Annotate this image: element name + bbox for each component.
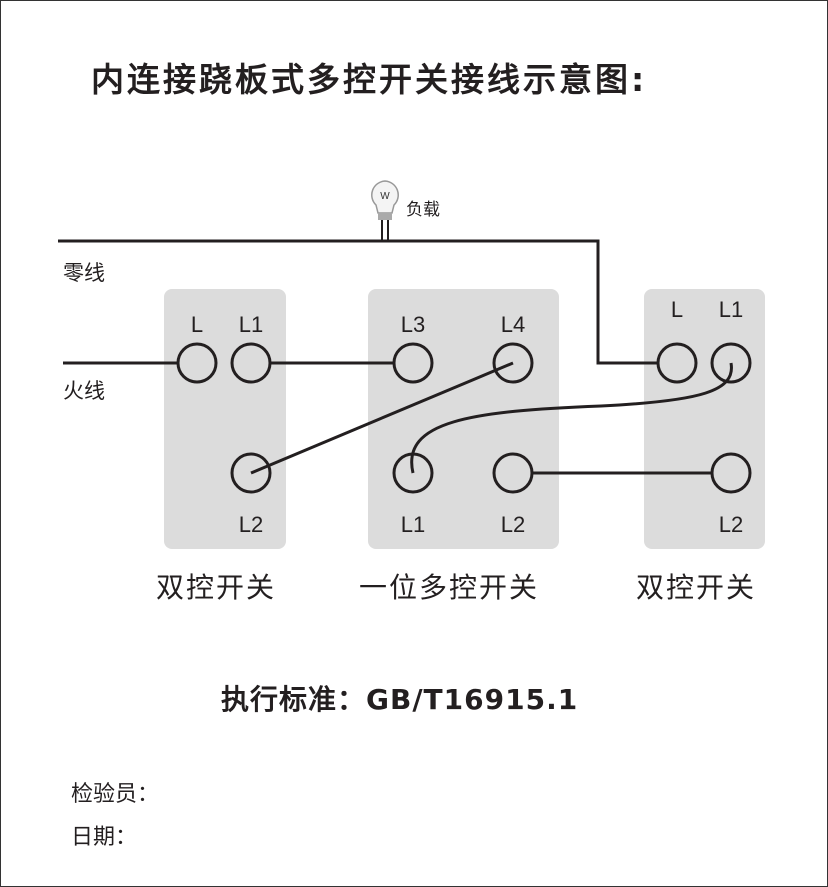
terminal-label: L2 bbox=[719, 512, 743, 537]
bulb-leads bbox=[381, 219, 389, 241]
wire-l1-l1 bbox=[410, 362, 733, 474]
terminals bbox=[176, 342, 752, 494]
terminal-label: L1 bbox=[401, 512, 425, 537]
neutral-wire bbox=[58, 239, 658, 365]
terminal-label: L3 bbox=[401, 312, 425, 337]
terminal bbox=[392, 452, 434, 494]
terminal-label: L bbox=[671, 297, 683, 322]
terminal bbox=[656, 342, 698, 384]
neutral-label: 零线 bbox=[63, 261, 105, 285]
terminal-label: L1 bbox=[239, 312, 263, 337]
switch-name-3: 双控开关 bbox=[636, 571, 757, 604]
terminal bbox=[392, 342, 434, 384]
page-title: 内连接跷板式多控开关接线示意图: bbox=[91, 60, 648, 99]
switch-panel-3 bbox=[644, 289, 765, 549]
load-label: 负载 bbox=[406, 200, 440, 220]
live-label: 火线 bbox=[63, 379, 105, 403]
terminal-label: L bbox=[191, 312, 203, 337]
terminal-label: L2 bbox=[501, 512, 525, 537]
switch-name-1: 双控开关 bbox=[156, 571, 277, 604]
terminal bbox=[710, 452, 752, 494]
terminal bbox=[492, 342, 534, 384]
terminal-label: L2 bbox=[239, 512, 263, 537]
terminal bbox=[230, 452, 272, 494]
date-label: 日期： bbox=[71, 825, 138, 850]
terminal-label: L4 bbox=[501, 312, 525, 337]
switch-name-2: 一位多控开关 bbox=[359, 571, 540, 604]
inspector-label: 检验员： bbox=[71, 782, 160, 807]
terminal bbox=[492, 452, 534, 494]
wire-l2-l4 bbox=[250, 361, 514, 475]
bulb-icon: W bbox=[371, 180, 399, 220]
terminal bbox=[176, 342, 218, 384]
switch-panel-1 bbox=[164, 289, 286, 549]
terminal-label: L1 bbox=[719, 297, 743, 322]
terminal bbox=[710, 342, 752, 384]
standard-text: 执行标准：GB/T16915.1 bbox=[221, 683, 579, 716]
svg-text:W: W bbox=[380, 191, 390, 202]
terminal bbox=[230, 342, 272, 384]
